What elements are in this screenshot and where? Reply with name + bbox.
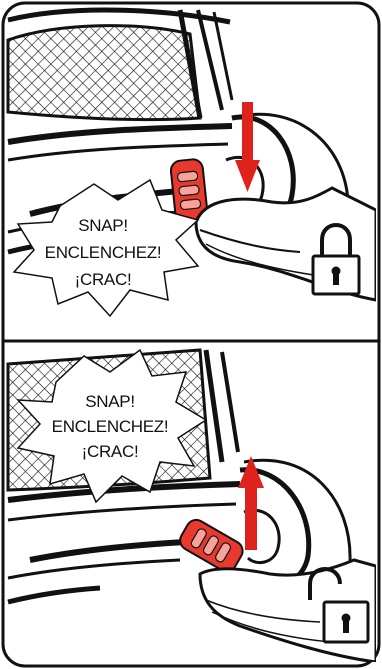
burst-word-3-top: ¡CRAC! (75, 270, 132, 289)
seat-mesh-top (8, 26, 200, 120)
burst-word-1-bottom: SNAP! (85, 392, 135, 411)
burst-word-3-bottom: ¡CRAC! (82, 442, 139, 461)
burst-word-2-bottom: ENCLENCHEZ! (52, 417, 169, 436)
burst-word-1-top: SNAP! (78, 216, 128, 235)
burst-word-2-top: ENCLENCHEZ! (45, 243, 162, 262)
